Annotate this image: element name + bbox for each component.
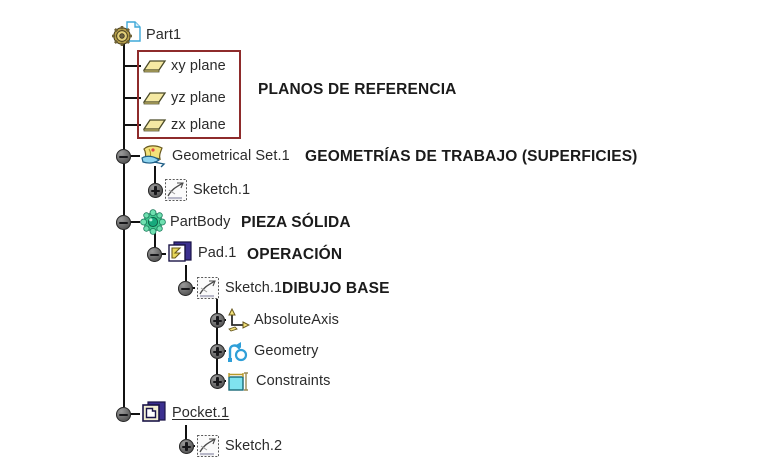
expand-toggle-pocket-1[interactable] <box>116 407 131 422</box>
partbody-icon <box>140 209 166 235</box>
tree-node-absolute-axis[interactable]: AbsoluteAxis <box>226 307 339 333</box>
plane-icon <box>143 58 167 74</box>
tree-node-sketch-2[interactable]: Sketch.2 <box>195 433 282 459</box>
tree-node-label: xy plane <box>171 58 226 74</box>
tree-node-label: Sketch.1 <box>193 182 251 198</box>
tree-node-partbody[interactable]: PartBody <box>140 209 230 235</box>
part-document-gear-icon <box>110 20 142 50</box>
tree-node-xy-plane[interactable]: xy plane <box>143 53 226 79</box>
tree-node-geometry[interactable]: Geometry <box>226 338 318 364</box>
pocket-icon <box>140 399 168 427</box>
tree-node-sketch-1-gs[interactable]: Sketch.1 <box>163 177 250 203</box>
tree-node-label: yz plane <box>171 90 226 106</box>
expand-toggle-sketch-2[interactable] <box>179 439 194 454</box>
constraints-icon <box>226 369 252 393</box>
reference-planes-highlight-box <box>137 50 241 139</box>
tree-node-sketch-1-pad[interactable]: Sketch.1 <box>195 275 282 301</box>
tree-node-label: Pocket.1 <box>172 405 230 421</box>
tree-node-label: PartBody <box>170 214 231 230</box>
tree-node-zx-plane[interactable]: zx plane <box>143 112 226 138</box>
plane-icon <box>143 117 167 133</box>
tree-node-label: Constraints <box>256 373 331 389</box>
tree-node-label: zx plane <box>171 117 226 133</box>
tree-node-label: Sketch.2 <box>225 438 283 454</box>
tree-node-yz-plane[interactable]: yz plane <box>143 85 226 111</box>
tree-node-label: Geometrical Set.1 <box>172 148 290 164</box>
annotation-pieza-solida: PIEZA SÓLIDA <box>241 214 351 231</box>
tree-node-label: Sketch.1 <box>225 280 283 296</box>
sketch-icon <box>195 433 221 459</box>
tree-node-label: Pad.1 <box>198 245 237 261</box>
tree-node-label: Geometry <box>254 343 319 359</box>
expand-toggle-partbody[interactable] <box>116 215 131 230</box>
tree-node-constraints[interactable]: Constraints <box>226 368 330 394</box>
annotation-planos-de-referencia: PLANOS DE REFERENCIA <box>258 81 457 98</box>
sketch-icon <box>163 177 189 203</box>
pad-icon <box>166 239 194 267</box>
tree-node-pocket-1[interactable]: Pocket.1 <box>140 400 229 426</box>
expand-toggle-absolute-axis[interactable] <box>210 313 225 328</box>
tree-node-label: AbsoluteAxis <box>254 312 340 328</box>
geometrical-set-icon <box>140 143 168 169</box>
expand-toggle-geometry[interactable] <box>210 344 225 359</box>
annotation-dibujo-base: DIBUJO BASE <box>282 280 390 297</box>
tree-node-label: Part1 <box>146 27 182 43</box>
tree-node-part1[interactable]: Part1 <box>110 20 182 50</box>
expand-toggle-constraints[interactable] <box>210 374 225 389</box>
sketch-icon <box>195 275 221 301</box>
expand-toggle-geometrical-set[interactable] <box>116 149 131 164</box>
expand-toggle-sketch-1-gs[interactable] <box>148 183 163 198</box>
expand-toggle-sketch-1-pad[interactable] <box>178 281 193 296</box>
tree-node-geometrical-set[interactable]: Geometrical Set.1 <box>140 143 290 169</box>
annotation-geometrias-de-trabajo: GEOMETRÍAS DE TRABAJO (SUPERFICIES) <box>305 148 638 165</box>
plane-icon <box>143 90 167 106</box>
expand-toggle-pad-1[interactable] <box>147 247 162 262</box>
annotation-operacion: OPERACIÓN <box>247 246 343 263</box>
absolute-axis-icon <box>226 308 250 332</box>
geometry-icon <box>226 339 250 363</box>
tree-node-pad-1[interactable]: Pad.1 <box>166 240 236 266</box>
